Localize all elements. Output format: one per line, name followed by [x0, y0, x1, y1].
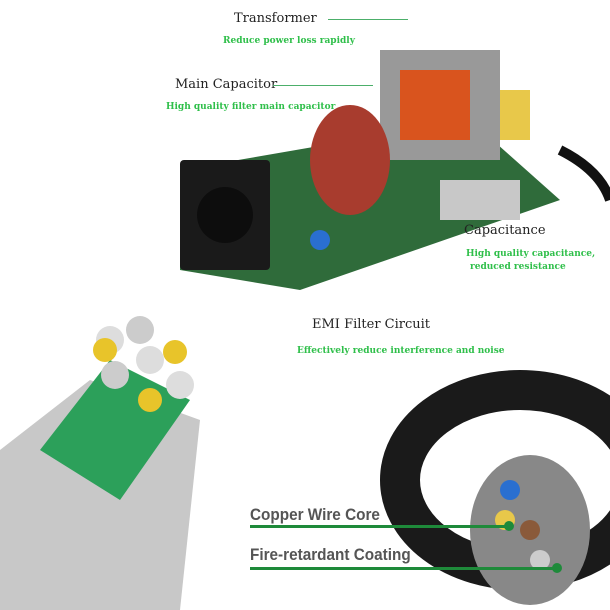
power-cord-image: [380, 370, 610, 605]
fire-retardant-coating-label: Fire-retardant Coating: [250, 545, 411, 564]
main-capacitor-pointer: [273, 85, 373, 86]
capacitance-description-1: High quality capacitance,: [466, 249, 596, 259]
copper-wire-core-label: Copper Wire Core: [250, 505, 380, 524]
copper-pointer-dot: [504, 521, 514, 531]
transformer-description: Reduce power loss rapidly: [223, 36, 355, 46]
transformer-label: Transformer: [234, 11, 317, 26]
emi-filter-description: Effectively reduce interference and nois…: [297, 346, 505, 356]
main-capacitor-description: High quality filter main capacitor: [166, 102, 336, 112]
circuit-board-image: [180, 50, 610, 290]
coating-pointer: [250, 567, 560, 570]
cable-cross-section-image: [0, 316, 200, 610]
capacitance-label: Capacitance: [464, 223, 546, 238]
capacitance-description-2: reduced resistance: [470, 262, 566, 272]
emi-filter-label: EMI Filter Circuit: [312, 317, 431, 332]
main-capacitor-label: Main Capacitor: [175, 77, 278, 92]
copper-pointer: [250, 525, 512, 528]
coating-pointer-dot: [552, 563, 562, 573]
transformer-pointer: [328, 19, 408, 20]
